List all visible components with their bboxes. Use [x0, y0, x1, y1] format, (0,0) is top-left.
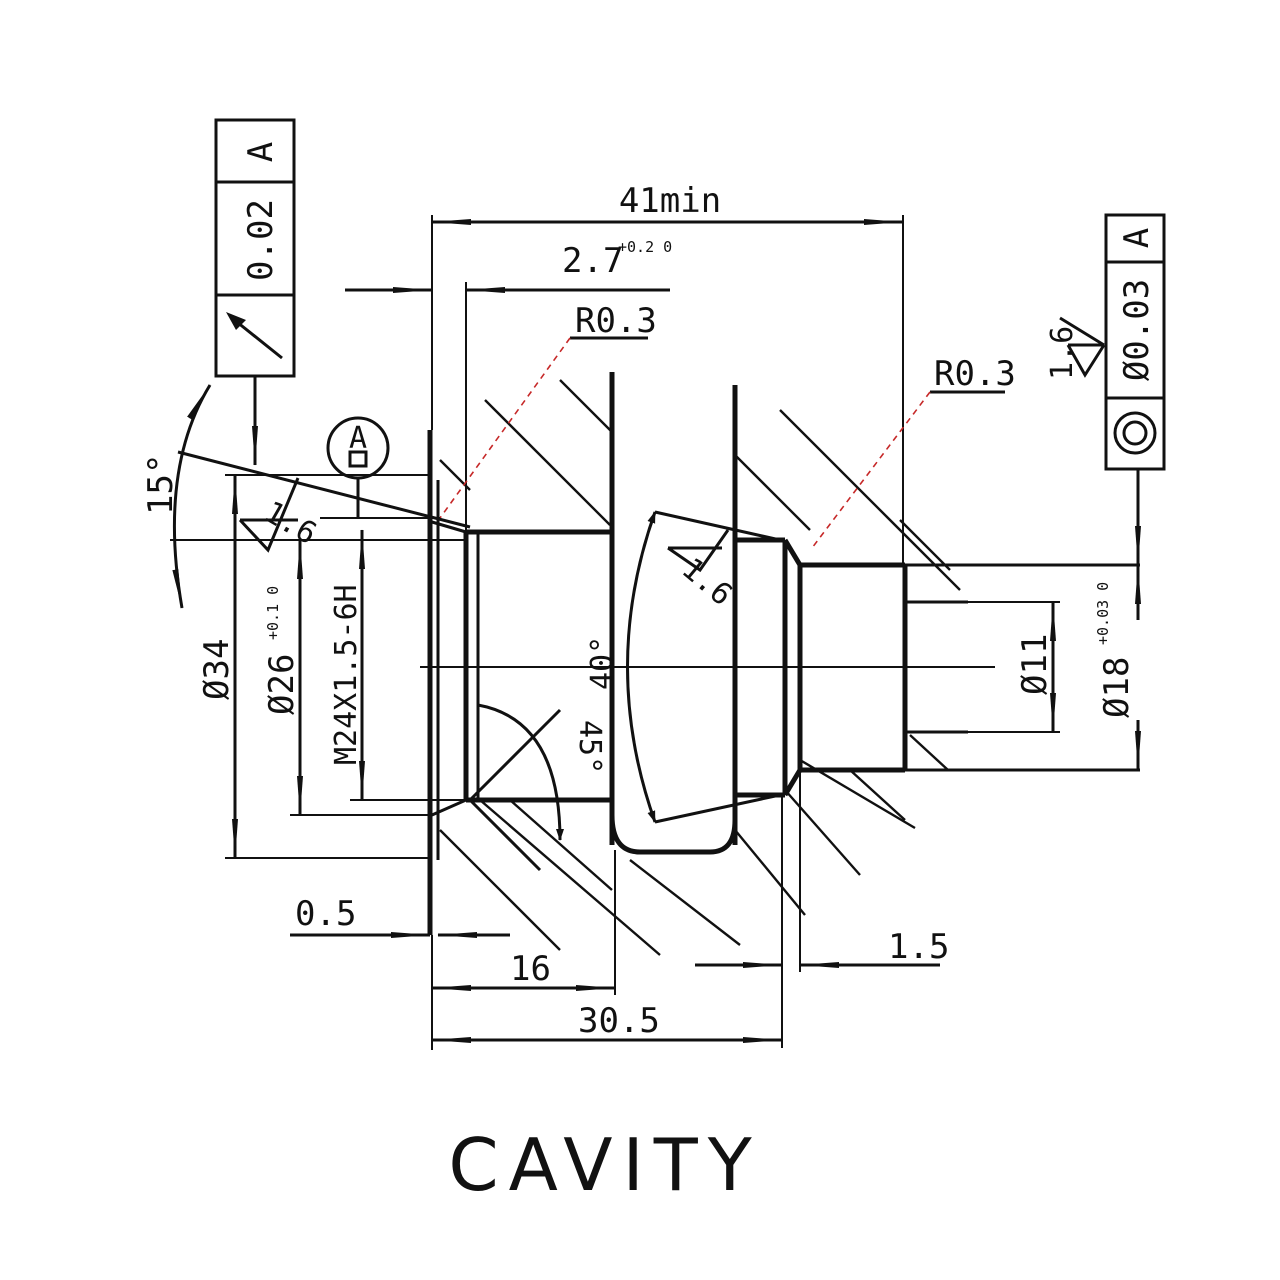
- dim-2-7-tol: +0.2 0: [618, 238, 672, 256]
- surface-finish-middle: 1.6: [667, 529, 739, 613]
- dim-26-label: Ø26: [262, 654, 302, 715]
- runout-datum: A: [241, 142, 281, 162]
- dim-0-5-label: 0.5: [295, 894, 356, 934]
- dim-30-5: 30.5: [431, 795, 783, 1048]
- dim-45-label: 45°: [572, 720, 607, 774]
- dim-dia-11: Ø11: [968, 601, 1060, 733]
- dim-41min-label: 41min: [619, 181, 721, 221]
- dim-radius-right: R0.3: [811, 354, 1016, 549]
- drawing-title: CAVITY: [448, 1123, 761, 1207]
- surface-finish-right-label: 1.6: [1045, 326, 1080, 380]
- dim-16: 16: [431, 850, 616, 1050]
- runout-tolerance: 0.02: [241, 199, 281, 281]
- dim-angle-40: 40°: [585, 511, 657, 823]
- dim-18-tol: +0.03 0: [1094, 582, 1112, 645]
- dim-angle-15: 15°: [141, 384, 471, 609]
- dim-18-label: Ø18: [1097, 657, 1137, 718]
- dim-thread-label: M24X1.5-6H: [329, 584, 364, 765]
- dim-40-label: 40°: [585, 636, 620, 690]
- dim-1-5-label: 1.5: [888, 927, 949, 967]
- dim-0-5: 0.5: [290, 894, 510, 938]
- dim-step-depth: 2.7 +0.2 0: [345, 238, 672, 532]
- datum-symbol-label: A: [349, 421, 367, 456]
- dim-30-5-label: 30.5: [578, 1001, 660, 1041]
- dim-length-total: 41min: [431, 181, 904, 565]
- cavity-outline: [420, 372, 1140, 935]
- section-hatching: [439, 379, 961, 956]
- dim-angle-45: 45°: [468, 703, 607, 872]
- dim-r0-3-left-label: R0.3: [575, 301, 657, 341]
- datum-symbol: A: [326, 416, 390, 518]
- surface-finish-right: 1.6: [1045, 316, 1106, 380]
- dim-1-5: 1.5: [695, 770, 949, 972]
- dim-26-tol: +0.1 0: [264, 586, 282, 640]
- dim-dia-18: Ø18 +0.03 0: [1094, 470, 1141, 771]
- dim-dia-34: Ø34: [197, 474, 430, 859]
- dim-34-label: Ø34: [197, 639, 237, 700]
- concentricity-frame: A Ø0.03: [1104, 213, 1166, 471]
- concentricity-tolerance: Ø0.03: [1117, 279, 1157, 381]
- runout-arrow-icon: [226, 312, 283, 360]
- surface-finish-left-label: 1.6: [258, 495, 322, 552]
- dim-radius-left: R0.3: [439, 301, 657, 519]
- concentricity-icon: [1113, 411, 1157, 455]
- dim-15-label: 15°: [141, 454, 181, 515]
- dim-16-label: 16: [510, 949, 551, 989]
- dim-dia-26: Ø26 +0.1 0: [170, 539, 466, 816]
- dim-r0-3-right-label: R0.3: [934, 354, 1016, 394]
- concentricity-datum: A: [1117, 228, 1157, 248]
- dim-thread: M24X1.5-6H: [320, 517, 466, 801]
- runout-frame: A 0.02: [214, 118, 296, 466]
- dim-11-label: Ø11: [1015, 634, 1055, 695]
- dim-2-7-label: 2.7: [562, 241, 623, 281]
